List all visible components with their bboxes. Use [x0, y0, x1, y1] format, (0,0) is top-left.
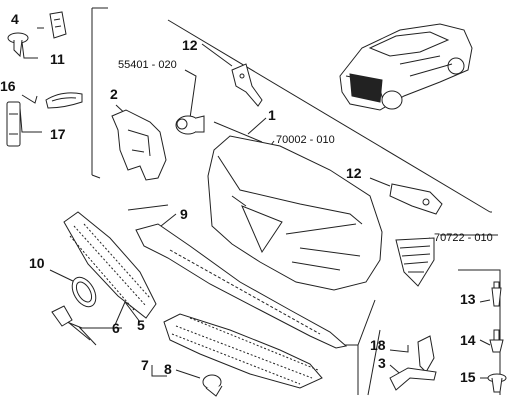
callout-1: 1 — [268, 107, 276, 123]
callout-7: 7 — [141, 357, 149, 373]
part-code-55401: 55401 - 020 — [118, 59, 177, 71]
shield-grille-icon — [395, 237, 435, 287]
lower-grille-icon — [163, 313, 323, 389]
sealant-tube-icon — [6, 101, 21, 147]
callout-16: 16 — [0, 78, 16, 94]
callout-6: 6 — [112, 320, 120, 336]
plug-cap-icon — [487, 373, 507, 393]
small-bracket-icon — [417, 335, 435, 373]
bracket-icon — [111, 109, 167, 181]
callout-10: 10 — [29, 255, 45, 271]
sensor-icon — [175, 115, 205, 135]
badge-icon — [71, 276, 97, 308]
callout-13: 13 — [460, 291, 476, 307]
strap-bracket-icon — [231, 63, 263, 107]
callout-3: 3 — [378, 355, 386, 371]
callout-12-side: 12 — [346, 165, 362, 181]
frame-line-right-box — [458, 269, 501, 395]
frame-line-top — [167, 19, 491, 213]
side-bracket-icon — [389, 183, 443, 215]
callout-9: 9 — [180, 206, 188, 222]
side-grille-icon — [63, 211, 157, 319]
callout-18: 18 — [370, 337, 386, 353]
cap-icon — [202, 374, 223, 397]
trim-strip-icon — [389, 367, 437, 391]
rivet-icon — [491, 281, 502, 307]
part-code-70722: 70722 - 010 — [434, 232, 493, 244]
callout-14: 14 — [460, 332, 476, 348]
sticker-icon — [45, 92, 83, 109]
callout-15: 15 — [460, 369, 476, 385]
callout-17: 17 — [50, 126, 66, 142]
clip-icon — [49, 11, 67, 39]
car-icon — [339, 23, 473, 111]
callout-8: 8 — [164, 361, 172, 377]
push-clip-icon — [489, 329, 504, 353]
callout-2: 2 — [110, 86, 118, 102]
callout-5: 5 — [137, 317, 145, 333]
screw-icon — [7, 32, 29, 58]
callout-12-top: 12 — [182, 37, 198, 53]
callout-11: 11 — [50, 51, 65, 67]
callout-4: 4 — [11, 11, 19, 27]
plug-icon — [51, 305, 91, 341]
bumper-icon — [207, 135, 383, 291]
part-code-70002: 70002 - 010 — [276, 134, 335, 146]
spoiler-strip-icon — [135, 223, 348, 349]
